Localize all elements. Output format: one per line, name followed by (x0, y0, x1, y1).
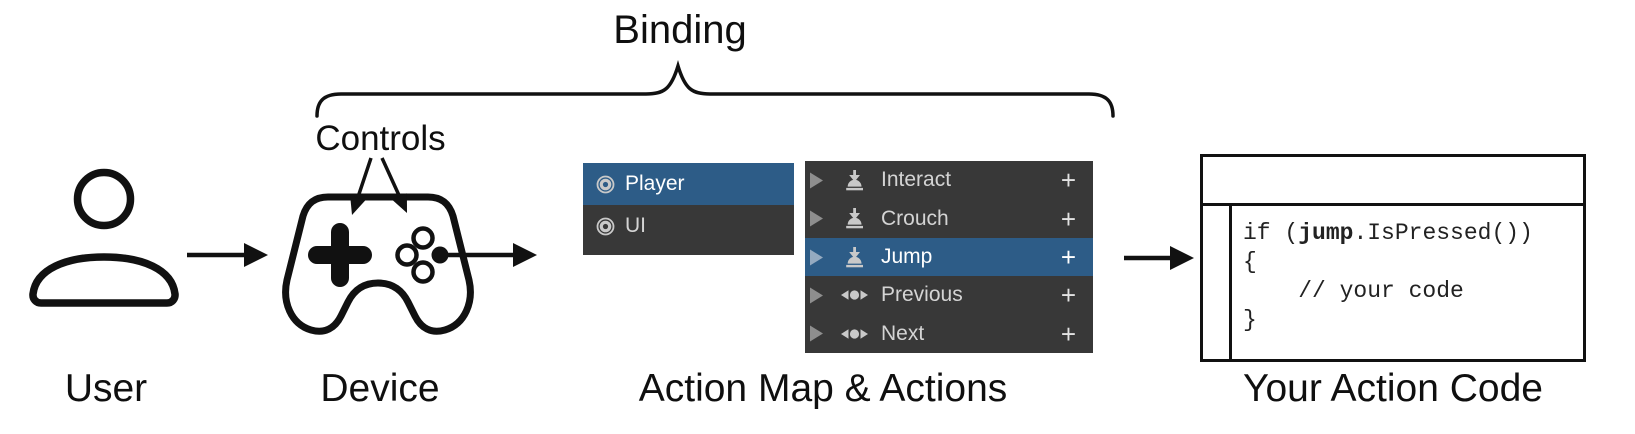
code-line: } (1243, 307, 1257, 333)
caption-user: User (64, 367, 148, 410)
axis-action-icon (841, 329, 868, 339)
add-binding-button[interactable]: + (1060, 280, 1076, 311)
foldout-toggle[interactable] (810, 325, 823, 342)
add-binding-button[interactable]: + (1060, 318, 1076, 349)
caption-action-code: Your Action Code (1243, 367, 1543, 410)
axis-action-icon (841, 290, 868, 301)
action-row-label: Next (881, 321, 925, 345)
action-row-next[interactable]: Next + (805, 315, 1093, 353)
controls-arrow-left (350, 157, 373, 215)
axis-action-icon-wrap (841, 327, 868, 341)
user-icon (29, 168, 179, 307)
add-binding-button[interactable]: + (1060, 242, 1076, 273)
foldout-icon (810, 249, 823, 266)
arrow-actions-to-code (1124, 246, 1194, 270)
caption-device: Device (320, 367, 440, 410)
action-row-interact[interactable]: Interact + (805, 161, 1093, 199)
controls-label: Controls (315, 119, 446, 158)
foldout-icon (810, 287, 823, 304)
binding-brace-shape (315, 59, 1115, 118)
actions-panel: Interact + Crouch + Jump + Previous + Next + (805, 161, 1093, 353)
action-row-previous[interactable]: Previous + (805, 276, 1093, 314)
code-content: if (jump.IsPressed()) { // your code} (1243, 219, 1533, 335)
action-map-row-ui[interactable]: UI (583, 205, 794, 247)
code-line: // your code (1243, 278, 1464, 304)
code-box-titlebar (1203, 157, 1583, 206)
caption-action-map: Action Map & Actions (638, 367, 1008, 410)
button-action-icon-wrap (841, 169, 868, 191)
button-action-icon (846, 169, 863, 191)
action-row-label: Interact (881, 168, 952, 192)
action-map-row-label: UI (625, 214, 646, 237)
button-action-icon-wrap (841, 246, 868, 268)
code-box-gutter (1229, 206, 1232, 359)
add-binding-button[interactable]: + (1060, 165, 1076, 196)
arrow-user-to-device (187, 243, 268, 267)
add-binding-button[interactable]: + (1060, 203, 1076, 234)
code-box: if (jump.IsPressed()) { // your code} (1200, 154, 1586, 362)
action-map-icon (596, 217, 615, 235)
arrow-device-to-actionmap (448, 243, 537, 267)
code-line: if (jump.IsPressed()) (1243, 220, 1533, 246)
action-row-label: Jump (881, 245, 933, 269)
binding-label: Binding (613, 8, 747, 52)
code-line: { (1243, 249, 1257, 275)
action-row-label: Previous (881, 283, 963, 307)
button-action-icon-wrap (841, 208, 868, 229)
action-map-icon (596, 175, 615, 193)
axis-action-icon-wrap (841, 288, 868, 302)
foldout-icon (810, 172, 823, 189)
foldout-toggle[interactable] (810, 249, 823, 266)
foldout-icon (810, 210, 823, 227)
foldout-icon (810, 325, 823, 342)
foldout-toggle[interactable] (810, 287, 823, 304)
button-action-icon (846, 208, 863, 229)
button-action-icon (846, 246, 863, 267)
action-row-label: Crouch (881, 206, 949, 230)
foldout-toggle[interactable] (810, 172, 823, 189)
action-map-row-player[interactable]: Player (583, 163, 794, 205)
face-buttons-icon (395, 226, 449, 284)
gamepad-icon (282, 193, 474, 335)
dpad-icon (308, 223, 372, 287)
action-row-crouch[interactable]: Crouch + (805, 199, 1093, 237)
controls-arrow-right (380, 157, 407, 213)
foldout-toggle[interactable] (810, 210, 823, 227)
action-row-jump[interactable]: Jump + (805, 237, 1093, 277)
action-map-row-label: Player (625, 172, 685, 195)
